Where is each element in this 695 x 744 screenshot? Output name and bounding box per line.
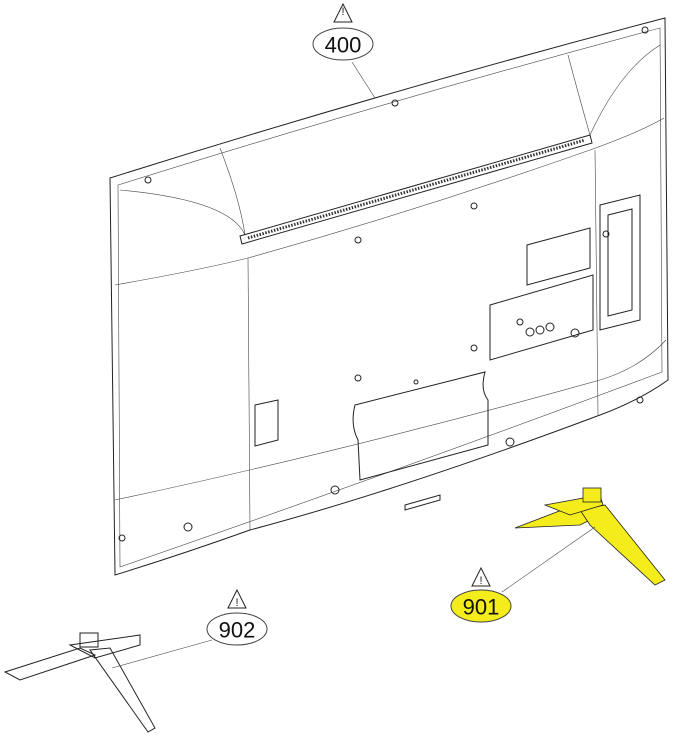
svg-text:!: ! xyxy=(479,575,482,587)
svg-text:!: ! xyxy=(235,597,238,609)
callout-label: 400 xyxy=(325,33,362,58)
warning-icon xyxy=(333,2,353,23)
warning-icon xyxy=(227,588,247,609)
stand-right-901 xyxy=(514,487,666,586)
callout-400: ! 400 xyxy=(312,2,374,61)
callout-label: 901 xyxy=(463,595,500,620)
stand-left-902 xyxy=(3,632,156,733)
tv-back-cover xyxy=(109,17,669,576)
svg-text:!: ! xyxy=(341,6,344,18)
callout-902: ! 902 xyxy=(206,588,268,646)
warning-icon xyxy=(471,566,491,587)
callout-label: 902 xyxy=(219,618,256,643)
callout-901: ! 901 xyxy=(450,566,512,623)
